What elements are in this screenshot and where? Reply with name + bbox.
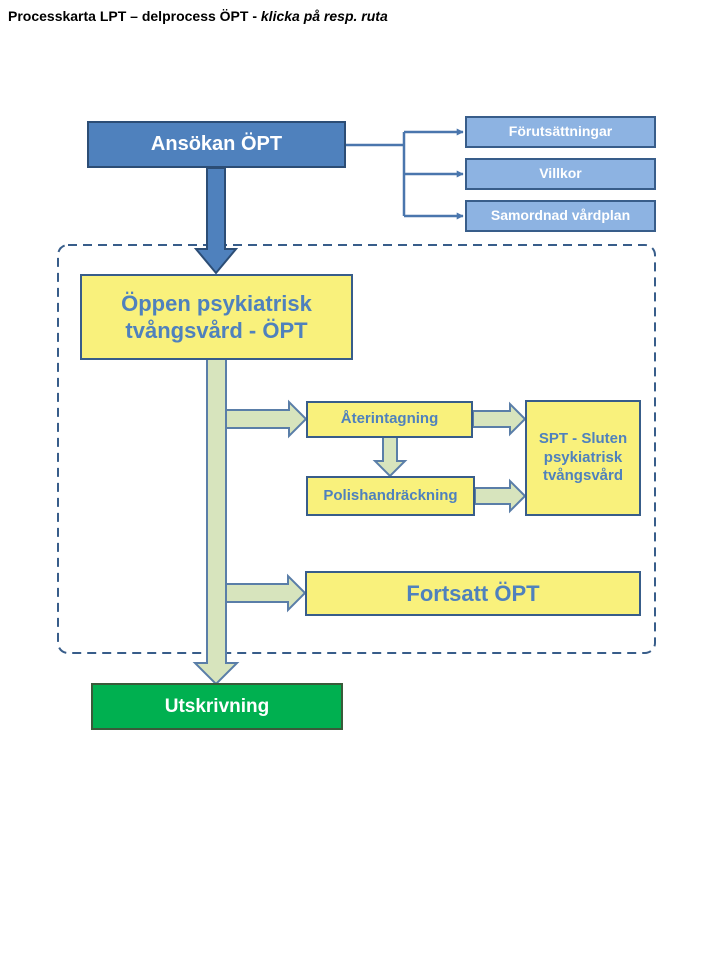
utskrivning-box[interactable]: Utskrivning	[91, 683, 343, 730]
villkor-box[interactable]: Villkor	[465, 158, 656, 190]
fortsatt-opt-box[interactable]: Fortsatt ÖPT	[305, 571, 641, 616]
arrow-main-trunk	[192, 358, 240, 686]
polishandrackning-label: Polishandräckning	[323, 486, 458, 504]
arrow-aterintagning-to-polis	[372, 436, 408, 478]
samordnad-vardplan-label: Samordnad vårdplan	[490, 207, 631, 224]
spt-label-line1: SPT - Sluten	[538, 429, 628, 447]
villkor-label: Villkor	[539, 165, 582, 182]
title-prefix: Processkarta LPT – delprocess ÖPT -	[8, 8, 261, 24]
ansokan-opt-box[interactable]: Ansökan ÖPT	[87, 121, 346, 168]
spt-label-line2: psykiatrisk	[543, 448, 623, 466]
arrow-to-fortsatt	[225, 573, 307, 613]
connector-lines	[346, 128, 464, 220]
utskrivning-label: Utskrivning	[164, 695, 270, 717]
aterintagning-box[interactable]: Återintagning	[306, 401, 473, 438]
arrow-aterintagning-to-spt	[472, 401, 527, 437]
arrow-ansokan-to-opt	[193, 167, 239, 275]
arrow-to-aterintagning	[225, 399, 308, 439]
spt-sluten-box[interactable]: SPT - Sluten psykiatrisk tvångsvård	[525, 400, 641, 516]
forutsattningar-label: Förutsättningar	[508, 123, 613, 140]
samordnad-vardplan-box[interactable]: Samordnad vårdplan	[465, 200, 656, 232]
page-title: Processkarta LPT – delprocess ÖPT - klic…	[8, 8, 388, 24]
spt-label-line3: tvångsvård	[542, 467, 624, 485]
forutsattningar-box[interactable]: Förutsättningar	[465, 116, 656, 148]
process-boundary	[57, 244, 656, 654]
aterintagning-label: Återintagning	[340, 410, 439, 428]
title-instruction: klicka på resp. ruta	[260, 8, 388, 24]
ansokan-opt-label: Ansökan ÖPT	[150, 133, 283, 155]
oppen-label-line2: tvångsvård - ÖPT	[125, 318, 308, 343]
fortsatt-opt-label: Fortsatt ÖPT	[406, 580, 540, 606]
arrow-polis-to-spt	[474, 478, 527, 514]
polishandrackning-box[interactable]: Polishandräckning	[306, 476, 475, 516]
oppen-psykiatrisk-tvangsvard-box[interactable]: Öppen psykiatrisk tvångsvård - ÖPT	[80, 274, 353, 360]
oppen-label-line1: Öppen psykiatrisk	[121, 290, 312, 316]
